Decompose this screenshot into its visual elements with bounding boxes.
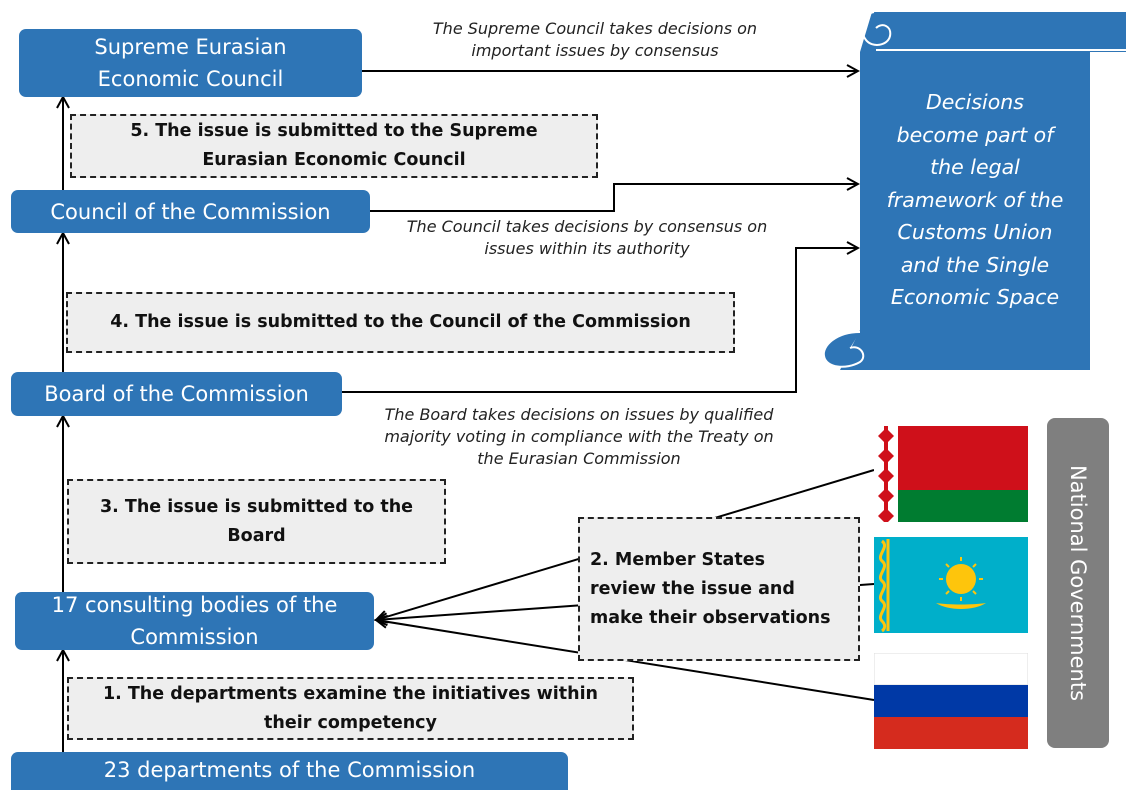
step-3-box: 3. The issue is submitted to the Board — [67, 479, 446, 564]
step-5-box: 5. The issue is submitted to the Supreme… — [70, 114, 598, 178]
council-box: Council of the Commission — [11, 190, 370, 233]
supreme-decision-note: The Supreme Council takes decisions on i… — [432, 19, 758, 60]
council-decision-note: The Council takes decisions by consensus… — [406, 217, 768, 258]
belarus-flag — [874, 426, 1028, 522]
step-4-box: 4. The issue is submitted to the Council… — [66, 292, 735, 353]
consulting-bodies-box: 17 consulting bodies of the Commission — [15, 592, 374, 650]
step-1-box: 1. The departments examine the initiativ… — [67, 677, 634, 740]
outcome-text: Decisions become part of the legal frame… — [886, 90, 1064, 309]
board-box: Board of the Commission — [11, 372, 342, 416]
russia-flag — [874, 653, 1028, 749]
national-governments-panel: National Governments — [1047, 418, 1109, 748]
departments-box: 23 departments of the Commission — [11, 752, 568, 790]
arrow-board-to-outcome — [342, 248, 858, 393]
national-governments-label: National Governments — [1066, 464, 1090, 702]
arrow-council-to-outcome — [370, 184, 858, 212]
kazakhstan-flag — [874, 537, 1028, 633]
step-2-box: 2. Member States review the issue and ma… — [578, 517, 860, 661]
supreme-council-box: Supreme Eurasian Economic Council — [19, 29, 362, 97]
board-decision-note: The Board takes decisions on issues by q… — [384, 405, 774, 468]
outcome-scroll — [822, 11, 1126, 370]
